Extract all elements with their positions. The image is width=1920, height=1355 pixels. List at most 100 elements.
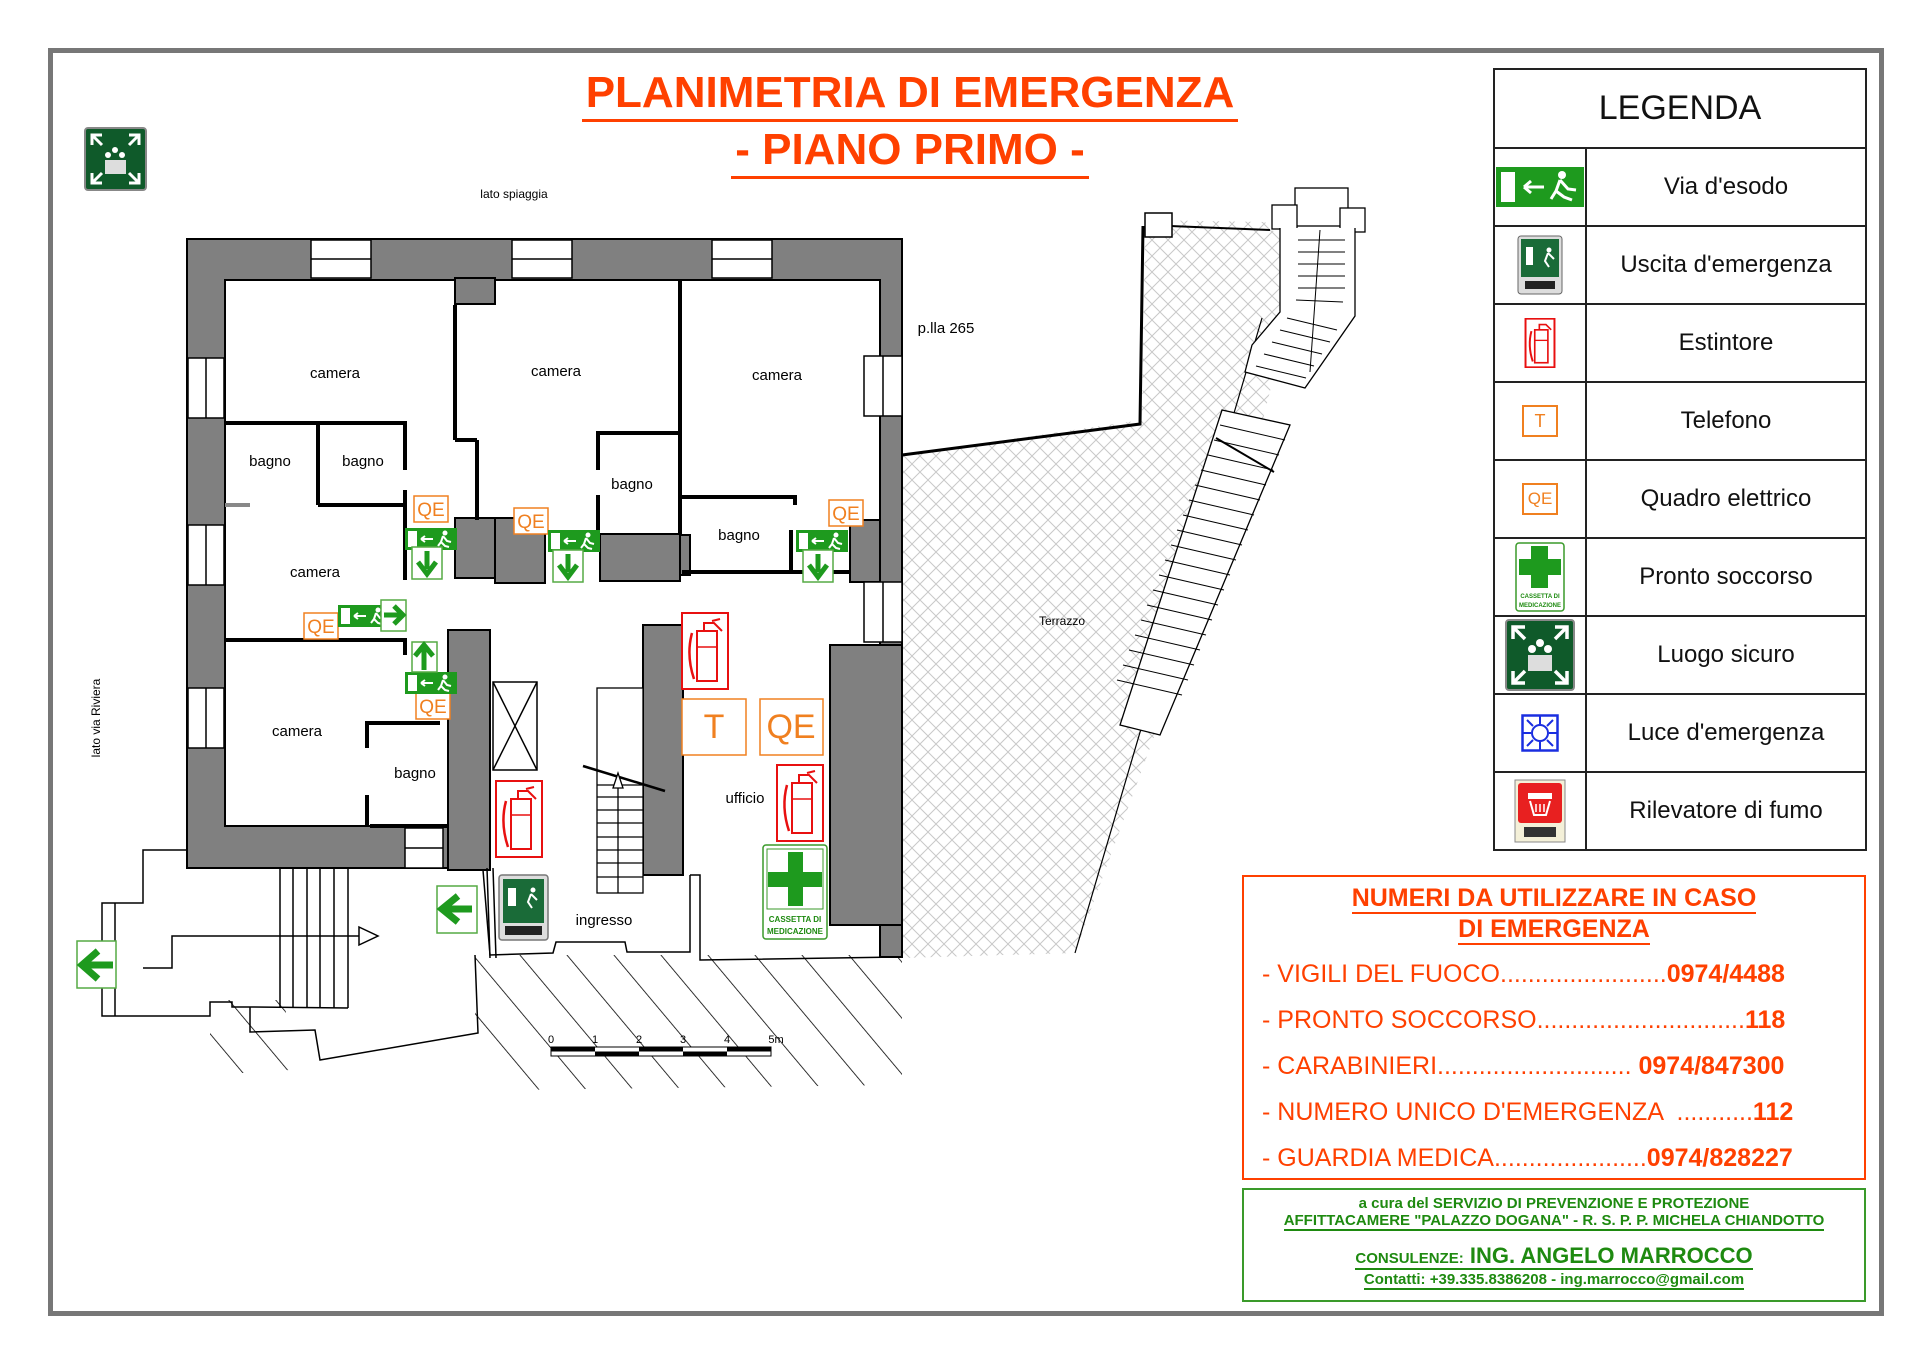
label-room: bagno bbox=[249, 453, 291, 470]
telephone-icon: T bbox=[681, 698, 747, 756]
emergency-numbers-box: NUMERI DA UTILIZZARE IN CASO DI EMERGENZ… bbox=[1242, 875, 1866, 1180]
telephone-icon: T bbox=[1522, 405, 1558, 437]
label-room: camera bbox=[531, 363, 582, 380]
arrow-left-icon bbox=[76, 940, 117, 989]
legend-label: Uscita d'emergenza bbox=[1620, 251, 1832, 278]
label-plla: p.lla 265 bbox=[918, 320, 975, 337]
legend-title: LEGENDA bbox=[1495, 70, 1865, 149]
legend-row: CASSETTA DI MEDICAZIONE Pronto soccorso bbox=[1495, 539, 1865, 617]
legend-row: Estintore bbox=[1495, 305, 1865, 383]
page-subtitle: - PIANO PRIMO - bbox=[540, 125, 1280, 179]
phone-number: 0974/4488 bbox=[1666, 960, 1785, 988]
emergency-number-row: - PRONTO SOCCORSO.......................… bbox=[1262, 1006, 1786, 1034]
arrow-left-icon bbox=[436, 885, 478, 934]
legend-row: T Telefono bbox=[1495, 383, 1865, 461]
phone-number: 118 bbox=[1744, 1006, 1786, 1034]
label-room: bagno bbox=[342, 453, 384, 470]
legend-row: Luogo sicuro bbox=[1495, 617, 1865, 695]
qe-icon: QE bbox=[415, 692, 451, 720]
qe-symbols: QE QE QE QE QE QE T bbox=[303, 495, 864, 756]
arrow-down-icon bbox=[412, 547, 442, 579]
extinguisher-icon bbox=[494, 779, 544, 859]
legend-row: Rilevatore di fumo bbox=[1495, 773, 1865, 849]
assembly-point-icon bbox=[84, 127, 147, 191]
emergency-number-row: - VIGILI DEL FUOCO......................… bbox=[1262, 960, 1785, 988]
upper-stairs bbox=[1255, 229, 1345, 379]
emergency-number-row: - CARABINIERI...........................… bbox=[1262, 1052, 1785, 1080]
legend-row: Luce d'emergenza bbox=[1495, 695, 1865, 773]
label-lato-via-riviera: lato via Riviera bbox=[89, 678, 103, 757]
page-title: PLANIMETRIA DI EMERGENZA bbox=[540, 68, 1280, 122]
contacts: Contatti: +39.335.8386208 - ing.marrocco… bbox=[1363, 1271, 1745, 1290]
label-lato-spiaggia: lato spiaggia bbox=[480, 187, 548, 201]
legend-label: Luogo sicuro bbox=[1657, 641, 1795, 668]
svg-text:QE: QE bbox=[832, 504, 859, 525]
label-room: bagno bbox=[394, 765, 436, 782]
label-room: camera bbox=[272, 723, 323, 740]
entrance-outline bbox=[482, 867, 903, 961]
phone-number: 112 bbox=[1752, 1098, 1794, 1126]
smoke-detector-icon bbox=[1514, 779, 1566, 843]
extinguisher-icon bbox=[775, 763, 825, 843]
arrow-down-icon bbox=[553, 550, 583, 582]
qe-icon: QE bbox=[828, 499, 864, 527]
legend-row: QE Quadro elettrico bbox=[1495, 461, 1865, 539]
svg-text:1: 1 bbox=[592, 1034, 598, 1046]
building-walls bbox=[186, 238, 903, 958]
label-terrazzo: Terrazzo bbox=[1039, 614, 1085, 628]
escape-signs bbox=[76, 527, 849, 989]
svg-text:4: 4 bbox=[724, 1034, 730, 1046]
svg-text:QE: QE bbox=[307, 617, 334, 638]
first-aid-icon: CASSETTA DI MEDICAZIONE bbox=[762, 844, 828, 940]
terrace-area bbox=[902, 220, 1302, 958]
legend-label: Luce d'emergenza bbox=[1627, 719, 1825, 746]
windows bbox=[187, 239, 903, 869]
svg-text:MEDICAZIONE: MEDICAZIONE bbox=[1519, 603, 1561, 609]
svg-text:CASSETTA DI: CASSETTA DI bbox=[1520, 594, 1560, 600]
legend-label: Pronto soccorso bbox=[1639, 563, 1813, 590]
title-line-1: PLANIMETRIA DI EMERGENZA bbox=[581, 68, 1239, 122]
legend-label: Via d'esodo bbox=[1663, 173, 1789, 200]
svg-text:T: T bbox=[704, 708, 725, 746]
label-room: camera bbox=[290, 564, 341, 581]
arrow-up-icon bbox=[411, 641, 438, 673]
svg-text:QE: QE bbox=[517, 512, 544, 533]
escape-route-icon bbox=[404, 671, 458, 695]
credits-line-1: a cura del SERVIZIO DI PREVENZIONE E PRO… bbox=[1358, 1195, 1750, 1212]
title-line-2: - PIANO PRIMO - bbox=[731, 125, 1089, 179]
phone-number: 0974/828227 bbox=[1646, 1144, 1793, 1172]
emergency-light-icon bbox=[1521, 714, 1559, 752]
qe-icon: QE bbox=[303, 612, 339, 640]
elevator-shaft bbox=[492, 681, 538, 771]
label-room: camera bbox=[310, 365, 361, 382]
electrical-panel-icon: QE bbox=[1522, 483, 1558, 515]
phone-number: 0974/847300 bbox=[1638, 1052, 1785, 1080]
svg-text:QE: QE bbox=[419, 697, 446, 718]
exterior-stairs bbox=[101, 849, 479, 1061]
svg-text:QE: QE bbox=[766, 708, 815, 746]
emergency-exit-sign-icon bbox=[1517, 235, 1563, 295]
emergency-heading: NUMERI DA UTILIZZARE IN CASO DI EMERGENZ… bbox=[1351, 884, 1757, 945]
label-room: bagno bbox=[718, 527, 760, 544]
label-room: bagno bbox=[611, 476, 653, 493]
scale-bar: 0 1 2 3 4 5m bbox=[548, 1034, 784, 1057]
svg-text:2: 2 bbox=[636, 1034, 642, 1046]
svg-text:0: 0 bbox=[548, 1034, 554, 1046]
qe-large-icon: QE bbox=[759, 698, 824, 756]
svg-text:3: 3 bbox=[680, 1034, 686, 1046]
ground-hatch bbox=[475, 955, 902, 1090]
outer-frame bbox=[48, 48, 1884, 1316]
legend-row: Via d'esodo bbox=[1495, 149, 1865, 227]
arrow-right-icon bbox=[380, 599, 407, 632]
svg-text:CASSETTA DI: CASSETTA DI bbox=[769, 915, 821, 924]
assembly-point-icon bbox=[1505, 619, 1575, 691]
long-stairs bbox=[1116, 424, 1286, 696]
legend-row: Uscita d'emergenza bbox=[1495, 227, 1865, 305]
svg-text:QE: QE bbox=[417, 500, 444, 521]
label-room: ufficio bbox=[726, 790, 765, 807]
emergency-number-row: - GUARDIA MEDICA......................09… bbox=[1262, 1144, 1793, 1172]
fire-extinguisher-icon bbox=[1524, 318, 1556, 368]
legend-label: Estintore bbox=[1678, 329, 1774, 356]
consultant: CONSULENZE: ING. ANGELO MARROCCO bbox=[1355, 1243, 1753, 1270]
extinguisher-icon bbox=[680, 611, 730, 691]
